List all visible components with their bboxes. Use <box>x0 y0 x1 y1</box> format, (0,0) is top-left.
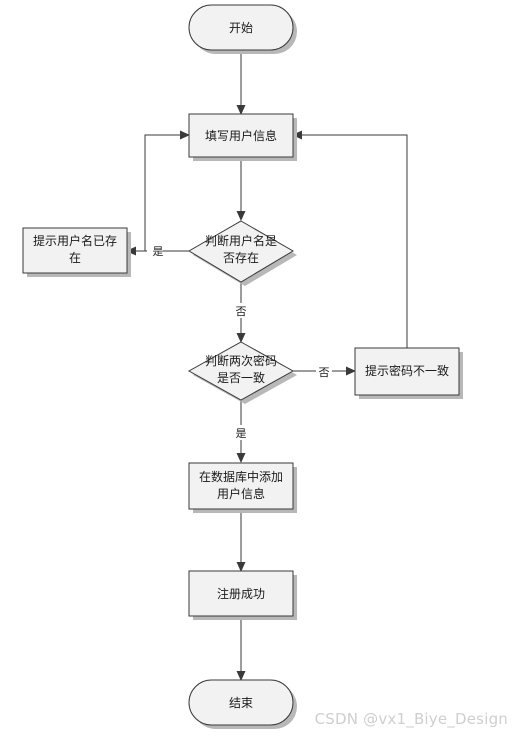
register-success-node: 注册成功 <box>188 570 294 617</box>
end-node: 结束 <box>188 679 294 726</box>
edge-label-pwd-no-bg <box>316 364 332 379</box>
edge-mismatch-loop-to-fill <box>292 130 408 348</box>
fill-info-node: 填写用户信息 <box>188 113 294 158</box>
edge-label-user-no-bg <box>233 303 249 318</box>
user-exists-node: 提示用户名已存 在 <box>22 227 128 274</box>
start-node: 开始 <box>188 4 294 51</box>
add-db-label-line2: 用户信息 <box>217 486 265 501</box>
edge-exists-loop-to-fill <box>144 130 190 251</box>
edge-label-user-no: 否 <box>236 305 247 318</box>
check-pwd-label-line1: 判断两次密码 <box>205 353 277 368</box>
start-label: 开始 <box>229 21 253 35</box>
edge-label-pwd-yes-bg <box>233 425 249 440</box>
check-user-label-line2: 否存在 <box>223 251 259 265</box>
edge-label-user-yes-bg <box>147 243 163 258</box>
edge-label-pwd-yes: 是 <box>236 427 247 440</box>
add-db-node: 在数据库中添加 用户信息 <box>188 462 294 510</box>
check-pwd-node: 判断两次密码 是否一致 <box>187 341 295 401</box>
check-pwd-label-line2: 是否一致 <box>217 371 265 385</box>
fill-info-label: 填写用户信息 <box>205 128 277 143</box>
end-label: 结束 <box>229 696 253 710</box>
edge-label-pwd-no: 否 <box>319 366 330 379</box>
edge-label-user-yes: 是 <box>153 245 164 258</box>
check-user-node: 判断用户名是 否存在 <box>188 220 294 283</box>
watermark: CSDN @vx1_Biye_Design <box>314 710 508 728</box>
register-success-label: 注册成功 <box>217 586 265 601</box>
user-exists-label-line2: 在 <box>69 251 81 265</box>
check-user-label-line1: 判断用户名是 <box>205 233 277 248</box>
user-exists-label-line1: 提示用户名已存 <box>33 233 117 248</box>
pwd-mismatch-label: 提示密码不一致 <box>365 363 449 378</box>
pwd-mismatch-node: 提示密码不一致 <box>354 347 460 396</box>
add-db-label-line1: 在数据库中添加 <box>199 469 283 484</box>
